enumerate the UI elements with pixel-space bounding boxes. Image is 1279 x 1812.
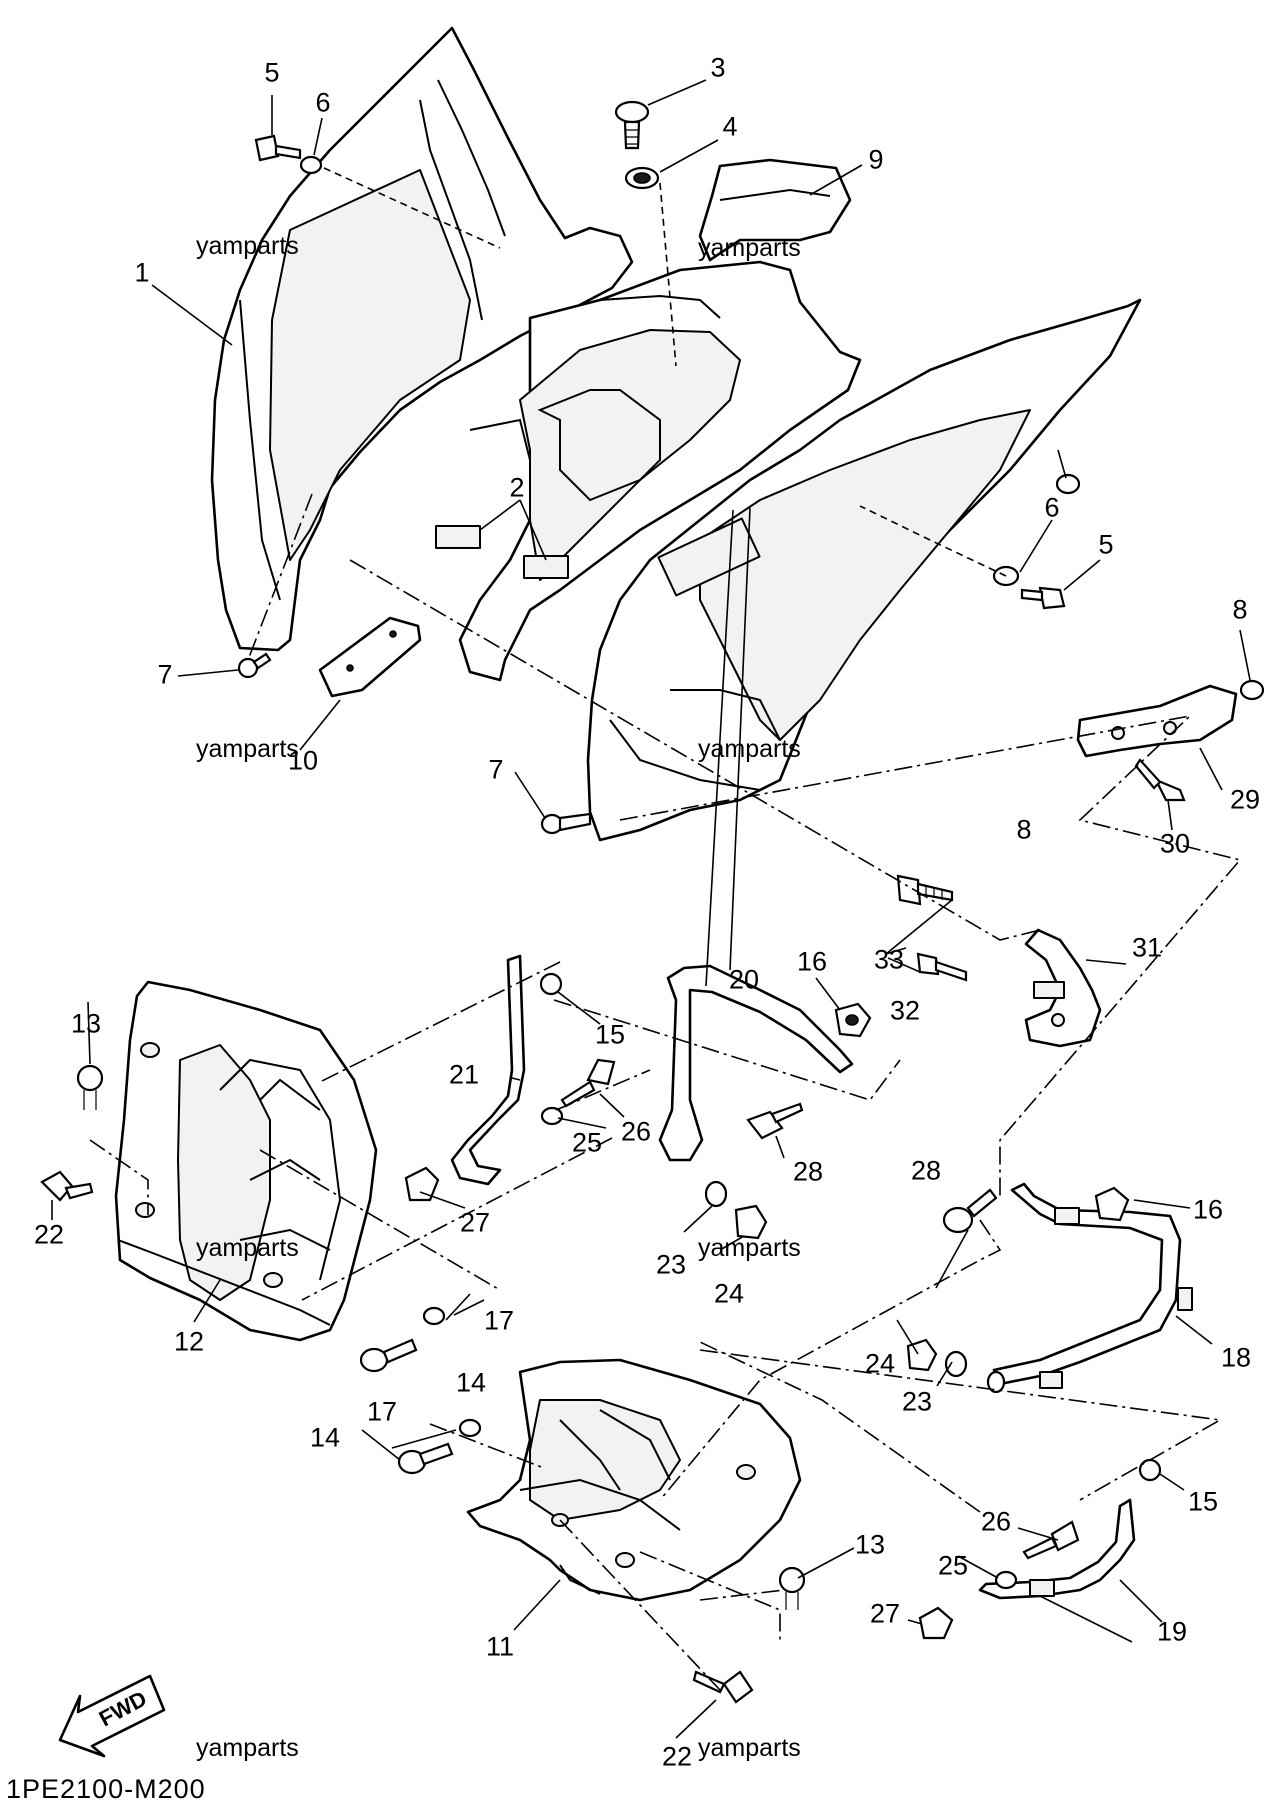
callout-26-top: 26: [620, 1116, 652, 1147]
callout-22-top: 22: [33, 1219, 65, 1250]
callout-6-top: 6: [315, 87, 331, 118]
watermark: yamparts: [698, 234, 801, 262]
callout-6-right: 6: [1044, 492, 1060, 523]
callout-21: 21: [448, 1059, 480, 1090]
left-footguard: [114, 980, 378, 1342]
callout-5-top: 5: [264, 57, 280, 88]
callout-2: 2: [509, 472, 525, 503]
watermark: yamparts: [196, 735, 299, 763]
watermark: yamparts: [698, 1234, 801, 1262]
callout-4: 4: [722, 111, 738, 142]
bracket-31: [1024, 928, 1102, 1048]
callout-15-top: 15: [594, 1019, 626, 1050]
rear-fender: [210, 26, 1142, 842]
callout-28-bottom: 28: [910, 1155, 942, 1186]
callout-8-middle: 8: [1016, 814, 1032, 845]
callout-5-right: 5: [1098, 529, 1114, 560]
callout-23-bottom: 23: [901, 1386, 933, 1417]
callout-13-top: 13: [70, 1008, 102, 1039]
callout-7-left: 7: [157, 659, 173, 690]
callout-25-top: 25: [571, 1127, 603, 1158]
callout-32: 32: [889, 995, 921, 1026]
callout-23-top: 23: [655, 1249, 687, 1280]
callout-15-bottom: 15: [1187, 1486, 1219, 1517]
callout-12: 12: [173, 1326, 205, 1357]
callout-28-top: 28: [792, 1156, 824, 1187]
watermark: yamparts: [698, 1734, 801, 1762]
callout-19: 19: [1156, 1616, 1188, 1647]
callout-13-bottom: 13: [854, 1529, 886, 1560]
watermark: yamparts: [196, 1734, 299, 1762]
callout-18: 18: [1220, 1342, 1252, 1373]
callout-29: 29: [1229, 784, 1261, 815]
callout-27-bottom: 27: [869, 1598, 901, 1629]
callout-3: 3: [710, 52, 726, 83]
callout-31: 31: [1131, 932, 1163, 963]
watermark: yamparts: [698, 735, 801, 763]
callout-24-top: 24: [713, 1278, 745, 1309]
callout-30: 30: [1159, 828, 1191, 859]
callout-24-bottom: 24: [864, 1348, 896, 1379]
fasteners: [40, 100, 1265, 1704]
callout-14-bottom: 14: [309, 1422, 341, 1453]
callout-1: 1: [134, 257, 150, 288]
callout-22-bottom: 22: [661, 1741, 693, 1772]
callout-9: 9: [868, 144, 884, 175]
watermark: yamparts: [196, 1234, 299, 1262]
stay-20: [658, 964, 854, 1162]
stay-19: [978, 1498, 1136, 1600]
bracket-29: [1076, 684, 1238, 758]
leader-lines: [51, 79, 1251, 1739]
callout-7-right: 7: [488, 754, 504, 785]
callout-16-bottom: 16: [1192, 1194, 1224, 1225]
callout-25-bottom: 25: [937, 1550, 969, 1581]
tail-cap: [698, 158, 852, 262]
callout-11: 11: [485, 1631, 515, 1662]
callout-10: 10: [287, 745, 319, 776]
callout-33: 33: [873, 944, 905, 975]
callout-8-right: 8: [1232, 594, 1248, 625]
watermark: yamparts: [196, 232, 299, 260]
callout-14-top: 14: [455, 1367, 487, 1398]
right-footguard: [466, 1358, 802, 1602]
diagram-code: 1PE2100-M200: [6, 1774, 206, 1804]
callout-20: 20: [728, 964, 760, 995]
plate-10: [318, 616, 422, 698]
fwd-arrow-icon: [58, 1674, 166, 1758]
callout-17-bottom: 17: [366, 1396, 398, 1427]
callout-17-top: 17: [483, 1305, 515, 1336]
callout-27-top: 27: [459, 1207, 491, 1238]
callout-26-bottom: 26: [980, 1506, 1012, 1537]
callout-16-top: 16: [796, 946, 828, 977]
stay-21: [450, 954, 526, 1186]
stay-18: [992, 1182, 1193, 1389]
